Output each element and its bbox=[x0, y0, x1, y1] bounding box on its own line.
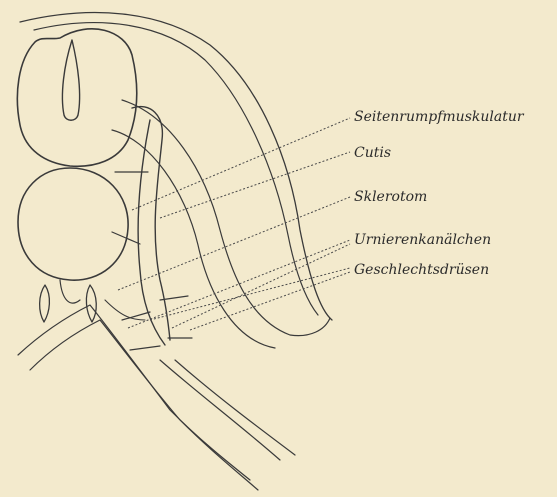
leader-sklerotom bbox=[118, 197, 350, 290]
label-seitenrumpfmuskulatur: Seitenrumpfmuskulatur bbox=[354, 109, 525, 125]
labels: Seitenrumpfmuskulatur Cutis Sklerotom Ur… bbox=[354, 109, 525, 278]
label-urnierenkanaelchen: Urnierenkanälchen bbox=[354, 232, 491, 248]
leader-geschlechtsdruesen-2 bbox=[190, 272, 350, 330]
leader-geschlechtsdruesen-1 bbox=[150, 268, 350, 320]
neural-tube bbox=[17, 29, 136, 166]
label-cutis: Cutis bbox=[354, 145, 391, 161]
aortae bbox=[40, 280, 97, 322]
leader-cutis bbox=[160, 152, 350, 218]
leader-seitenrumpfmuskulatur bbox=[132, 118, 350, 210]
lower-membranes bbox=[18, 300, 295, 490]
notochord-body bbox=[18, 168, 128, 280]
label-geschlechtsdruesen: Geschlechtsdrüsen bbox=[354, 262, 489, 278]
leader-lines bbox=[118, 118, 350, 330]
label-sklerotom: Sklerotom bbox=[354, 189, 427, 205]
